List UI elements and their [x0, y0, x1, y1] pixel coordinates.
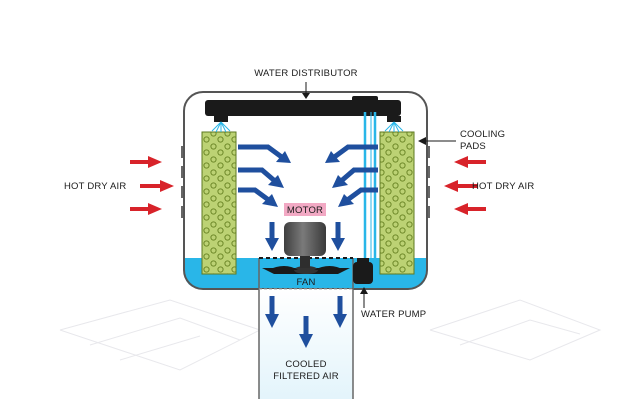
motor-label-bg [284, 203, 326, 216]
leader-lines [302, 82, 456, 308]
water-distributor [205, 96, 401, 122]
cooled-air-label-line1: COOLED [285, 359, 326, 370]
cooling-pad-left [201, 131, 237, 275]
spray-left-icon [211, 121, 231, 133]
cooled-air-label-line2: FILTERED AIR [273, 371, 339, 382]
hot-air-arrows-left [130, 156, 174, 215]
water-pump-label: WATER PUMP [361, 309, 426, 320]
fan-icon [259, 257, 353, 274]
hot-dry-air-left-label: HOT DRY AIR [64, 181, 126, 192]
water-distributor-label: WATER DISTRIBUTOR [254, 68, 358, 79]
motor-label: MOTOR [287, 205, 323, 216]
outlet-duct [258, 258, 354, 399]
hot-dry-air-right-label: HOT DRY AIR [472, 181, 534, 192]
water-pump-icon [353, 258, 373, 284]
hot-air-arrows-right [444, 156, 486, 215]
fan-label: FAN [296, 277, 315, 288]
cooling-pads-label-line1: COOLING [460, 129, 505, 140]
cooling-pads-label-line2: PADS [460, 141, 486, 152]
air-flow-arrows [238, 144, 378, 348]
cooling-pad-right [379, 131, 415, 275]
motor-icon [284, 222, 326, 268]
spray-right-icon [384, 121, 404, 133]
